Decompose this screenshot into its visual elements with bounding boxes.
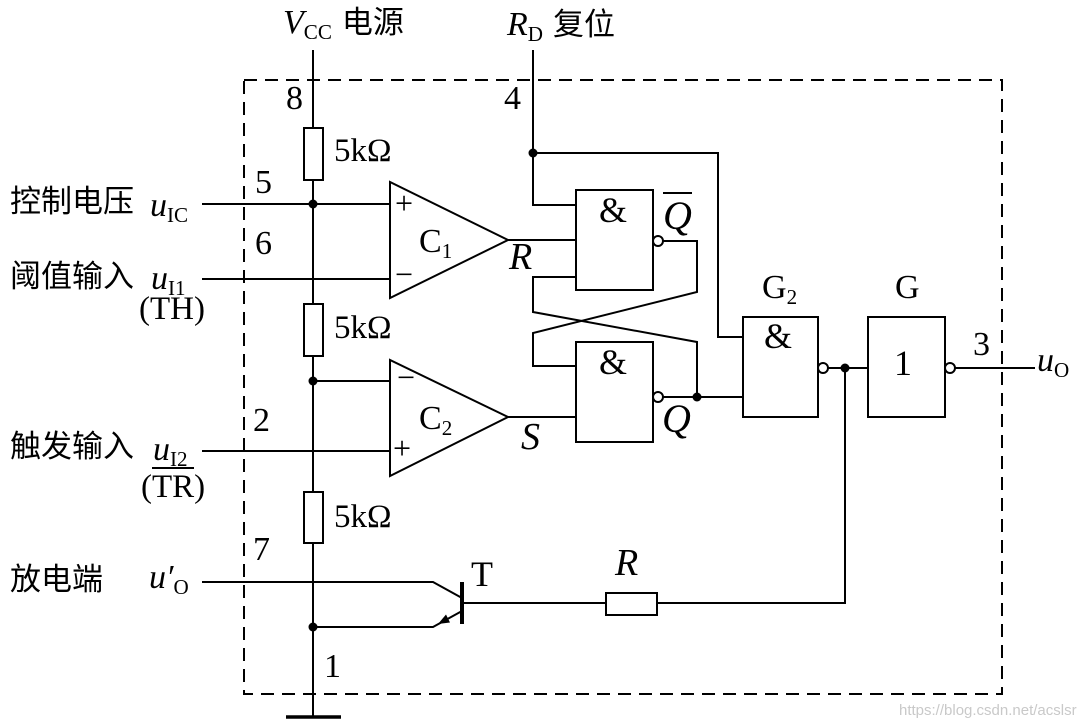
c1-name: C1 [419,223,453,263]
emitter-arrow [438,614,450,624]
nand-gate2-box [575,341,654,443]
gate-g-box [867,316,946,418]
resistor-5k-3 [303,491,324,544]
trigger-alias: (TR) [141,467,206,505]
resistor3-value: 5kΩ [334,499,392,535]
input-wires [202,203,463,599]
emitter-wire [313,610,463,628]
inversion-bubbles [652,235,956,403]
q-bar-label: Q [663,192,692,238]
control-voltage-var: uIC [150,187,189,227]
q-label: Q [662,396,691,441]
c1-minus-sign: − [395,256,414,292]
comparator-c1-triangle [389,180,511,300]
pin-4: 4 [504,80,521,117]
trigger-label: 触发输入 [10,429,134,464]
c2-name: C2 [419,400,453,440]
discharge-var: u′O [149,559,189,599]
resistor-5k-2 [303,303,324,357]
base-resistor-label: R [615,542,639,584]
reset-wires [532,50,743,338]
pin-6: 6 [255,225,272,262]
control-voltage-label: 控制电压 [10,184,134,219]
latch-r-input-label: R [509,236,533,278]
pin-3: 3 [973,326,990,363]
pin-1: 1 [324,648,341,685]
pin-2: 2 [253,402,270,439]
nand-gate1-box [575,189,654,291]
junction-dots [308,148,850,632]
pin-8: 8 [286,80,303,117]
c2-minus-sign: − [397,359,416,395]
c2-plus-sign: + [393,430,412,466]
output-var: uO [1037,342,1070,382]
gate-g-symbol: 1 [894,343,912,383]
latch-s-input-label: S [521,416,540,458]
watermark: https://blog.csdn.net/acslsr [899,702,1077,719]
discharge-label: 放电端 [10,562,103,597]
c1-plus-sign: + [395,185,414,221]
gate-g2-box [742,316,819,418]
gate-g2-amp-symbol: & [764,316,793,356]
resistor-base-r [605,592,658,616]
gate-g2-name: G2 [762,269,798,309]
resistor1-value: 5kΩ [334,133,392,169]
latch-cross-coupling [532,240,743,398]
nand2-amp-symbol: & [599,342,628,382]
feedback-wire [464,368,846,604]
nand1-amp-symbol: & [599,190,628,230]
transistor-label: T [471,554,493,594]
threshold-label: 阈值输入 [10,259,134,294]
resistor-5k-1 [303,127,324,181]
threshold-alias: (TH) [139,291,205,327]
pin-7: 7 [253,531,270,568]
threshold-var: uI1 [151,260,186,300]
gate-g-name: G [895,269,920,306]
resistor2-value: 5kΩ [334,310,392,346]
pin-5: 5 [255,164,272,201]
ic-dashed-border [243,79,1003,695]
trigger-var: uI2 [153,431,188,471]
comparator-c2-triangle [389,358,511,478]
discharge-wire [202,581,463,599]
